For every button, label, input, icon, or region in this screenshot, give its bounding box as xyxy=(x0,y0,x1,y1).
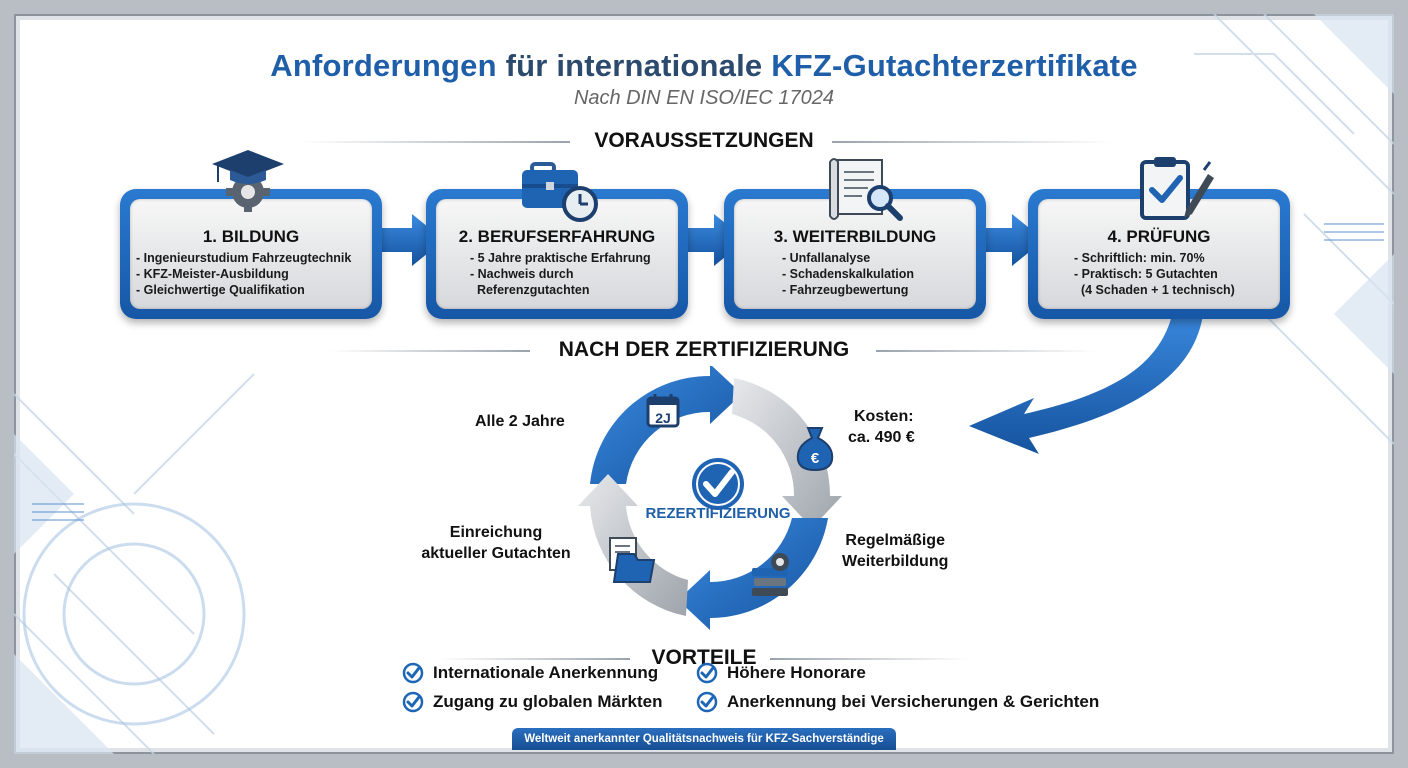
label-every-2-years: Alle 2 Jahre xyxy=(475,413,565,430)
step-item: - 5 Jahre praktische Erfahrung xyxy=(470,251,651,265)
svg-text:2J: 2J xyxy=(655,410,671,426)
footer-banner: Weltweit anerkannter Qualitätsnachweis f… xyxy=(512,728,896,750)
briefcase-clock-icon xyxy=(522,162,598,222)
check-icon xyxy=(402,691,424,713)
section-heading-after-certification: NACH DER ZERTIFIZIERUNG xyxy=(14,338,1394,362)
benefit-label: Zugang zu globalen Märkten xyxy=(433,692,663,711)
graduation-cap-gear-icon xyxy=(212,150,284,212)
step-title: 2. BERUFSERFAHRUNG xyxy=(458,227,656,246)
label-costs-line2: ca. 490 € xyxy=(848,429,915,446)
benefit-item: Anerkennung bei Versicherungen & Gericht… xyxy=(696,691,1099,713)
background-decoration xyxy=(14,14,1394,754)
step-item: Referenzgutachten xyxy=(470,283,590,297)
label-submission-line2: aktueller Gutachten xyxy=(421,545,571,562)
step-berufserfahrung: 2. BERUFSERFAHRUNG - 5 Jahre praktische … xyxy=(426,189,688,319)
clipboard-pen-icon xyxy=(1140,157,1214,220)
section-heading-prerequisites: VORAUSSETZUNGEN xyxy=(14,129,1394,153)
label-submission: Einreichung aktueller Gutachten xyxy=(416,522,576,564)
divider xyxy=(770,658,970,660)
step-title: 4. PRÜFUNG xyxy=(1107,227,1211,246)
step-item: - Unfallanalyse xyxy=(782,251,871,265)
benefit-item: Höhere Honorare xyxy=(696,662,866,684)
check-icon xyxy=(696,662,718,684)
document-magnifier-icon xyxy=(829,158,903,221)
step-item: - Schadenskalkulation xyxy=(782,267,914,281)
step-item: - Schriftlich: min. 70% xyxy=(1074,251,1205,265)
benefit-label: Höhere Honorare xyxy=(727,663,866,682)
money-bag-icon: € xyxy=(796,427,834,472)
arrow-step3-to-step4 xyxy=(976,214,1044,266)
divider xyxy=(440,658,630,660)
benefit-item: Internationale Anerkennung xyxy=(402,662,658,684)
step-item: - Ingenieurstudium Fahrzeugtechnik xyxy=(136,251,352,265)
section-heading-benefits: VORTEILE xyxy=(14,646,1394,670)
label-costs: Kosten: ca. 490 € xyxy=(848,406,915,448)
divider xyxy=(300,141,570,143)
divider xyxy=(876,350,1096,352)
recertification-cycle: 2J € xyxy=(578,366,842,630)
books-gear-icon xyxy=(752,553,789,596)
check-icon xyxy=(696,691,718,713)
step-item: - KFZ-Meister-Ausbildung xyxy=(136,267,289,281)
benefit-label: Anerkennung bei Versicherungen & Gericht… xyxy=(727,692,1100,711)
page-title: Anforderungen für internationale KFZ-Gut… xyxy=(270,48,1138,83)
benefit-item: Zugang zu globalen Märkten xyxy=(402,691,663,713)
label-training-line1: Regelmäßige xyxy=(845,532,945,549)
label-submission-line1: Einreichung xyxy=(449,524,543,541)
label-costs-line1: Kosten: xyxy=(854,408,914,425)
step-item: - Praktisch: 5 Gutachten xyxy=(1074,267,1218,281)
step-item: - Gleichwertige Qualifikation xyxy=(136,283,305,297)
divider xyxy=(330,350,530,352)
benefit-label: Internationale Anerkennung xyxy=(433,663,659,682)
label-training-line2: Weiterbildung xyxy=(842,553,949,570)
calendar-icon: 2J xyxy=(646,394,680,428)
svg-text:€: € xyxy=(811,450,820,467)
step-item: (4 Schaden + 1 technisch) xyxy=(1074,283,1235,297)
cycle-segment-top-right xyxy=(732,378,842,528)
step-title: 3. WEITERBILDUNG xyxy=(773,227,937,246)
cycle-center-label: REZERTIFIZIERUNG xyxy=(645,505,791,522)
folder-documents-icon xyxy=(609,537,656,583)
step-item: - Nachweis durch xyxy=(470,267,574,281)
check-icon xyxy=(402,662,424,684)
label-regular-training: Regelmäßige Weiterbildung xyxy=(842,530,948,572)
arrow-step4-to-cycle xyxy=(969,306,1204,454)
step-item: - Fahrzeugbewertung xyxy=(782,283,909,297)
page-subtitle: Nach DIN EN ISO/IEC 17024 xyxy=(573,87,835,109)
cycle-segment-top-left xyxy=(590,366,742,484)
divider xyxy=(832,141,1112,143)
check-circle-icon xyxy=(692,458,744,510)
step-title: 1. BILDUNG xyxy=(202,227,300,246)
